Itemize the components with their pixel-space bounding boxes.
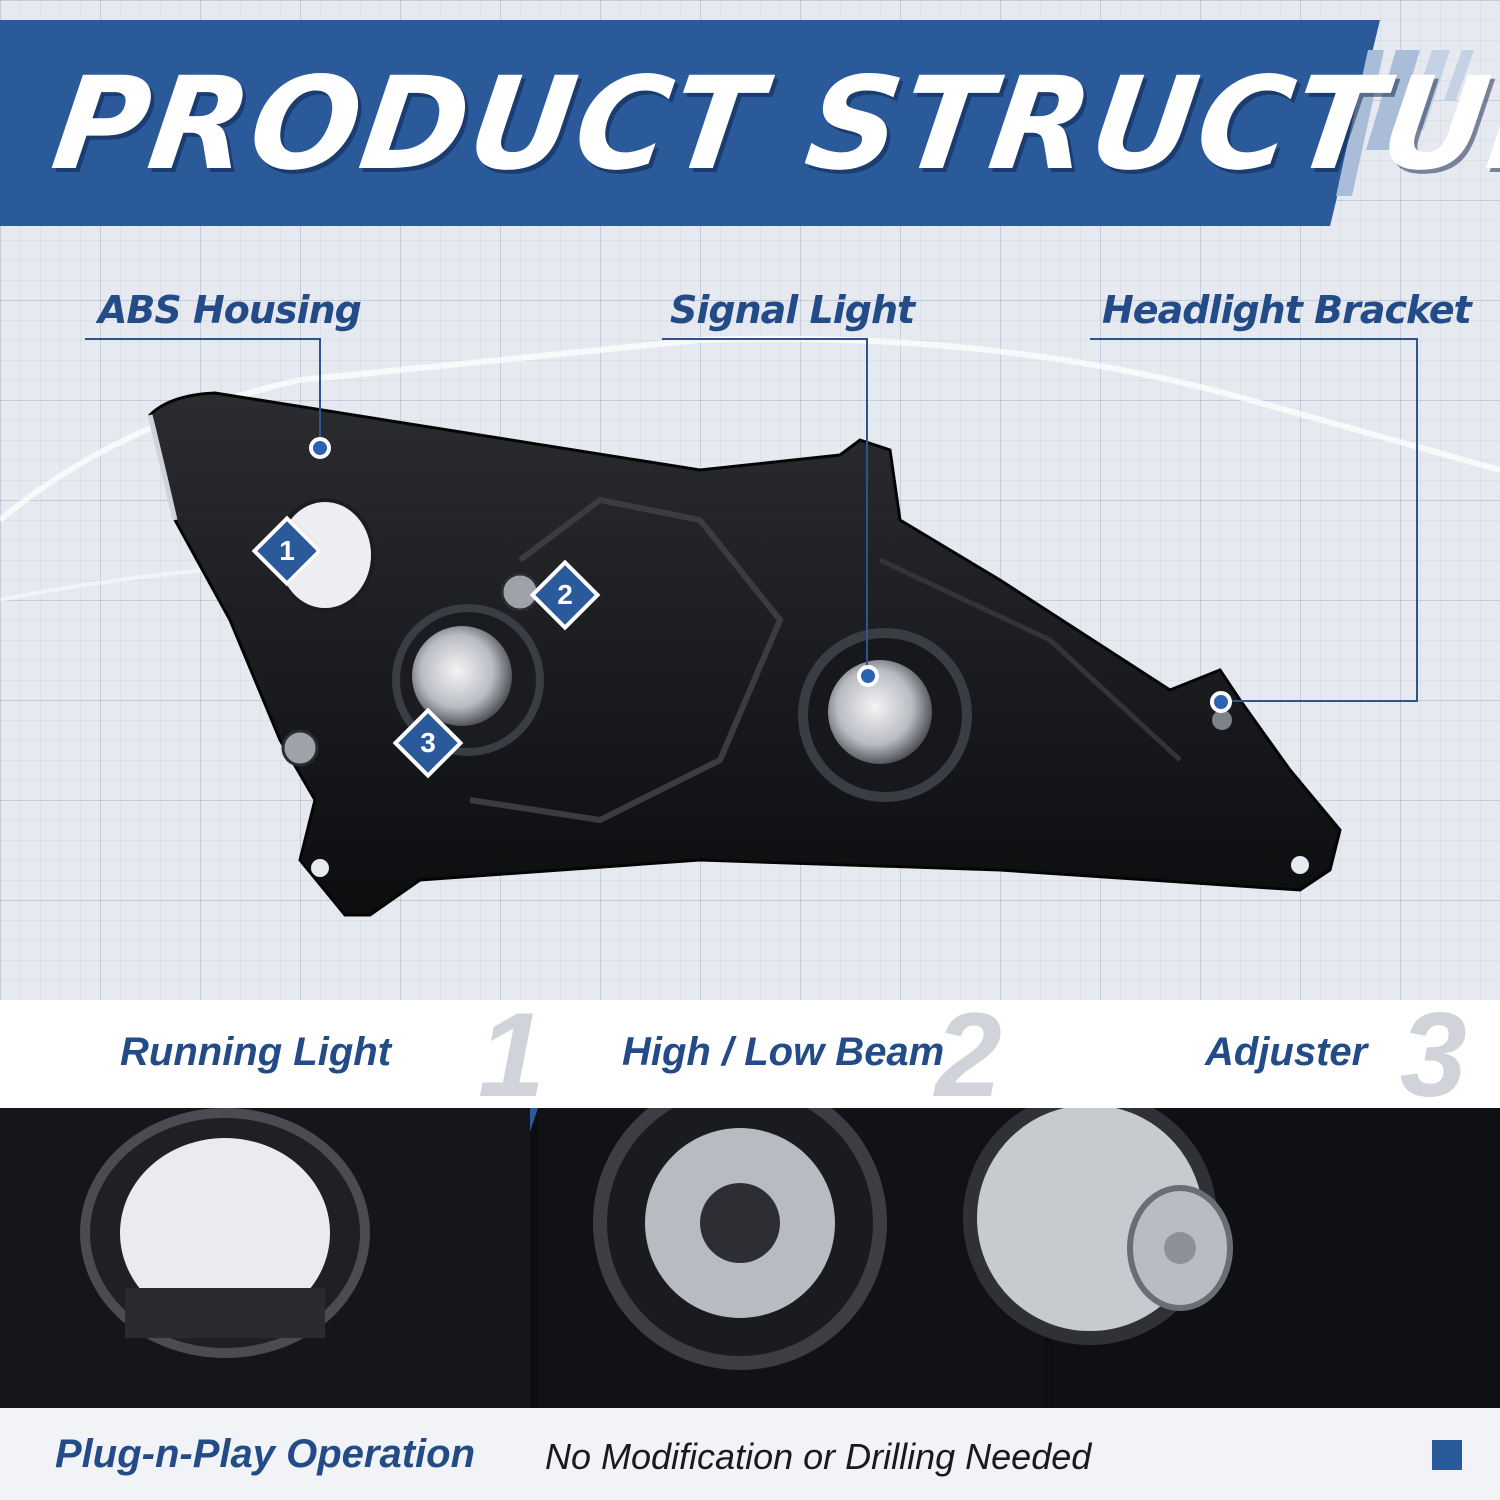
- detail-photos: [0, 1108, 1500, 1408]
- footer-bar: [0, 1408, 1500, 1500]
- leader-line-signal-light-vertical: [866, 338, 868, 673]
- leader-line-headlight-bracket-horizontal: [1225, 700, 1418, 702]
- feature-number-1: 1: [478, 988, 545, 1122]
- photo-running-light: [0, 1108, 530, 1408]
- feature-number-2: 2: [935, 988, 1002, 1122]
- marker-number-3: 3: [420, 727, 436, 758]
- leader-line-abs-housing: [85, 338, 320, 340]
- leader-line-headlight-bracket-vertical: [1416, 338, 1418, 702]
- feature-label-high-low-beam: High / Low Beam: [622, 1030, 945, 1074]
- feature-strip: [0, 1000, 1500, 1108]
- photo-adjuster: [963, 1108, 1500, 1408]
- feature-label-running-light: Running Light: [120, 1030, 392, 1074]
- marker-number-1: 1: [279, 535, 295, 566]
- leader-line-headlight-bracket: [1090, 338, 1418, 340]
- title-banner: [0, 20, 1474, 226]
- callout-signal-light: Signal Light: [670, 288, 915, 332]
- feature-number-3: 3: [1400, 988, 1467, 1122]
- leader-line-abs-housing-vertical: [319, 338, 321, 443]
- photo-high-low-beam: [538, 1108, 1045, 1408]
- marker-number-2: 2: [557, 579, 573, 610]
- callout-dot-signal-light: [857, 665, 879, 687]
- feature-label-adjuster: Adjuster: [1205, 1030, 1368, 1074]
- callout-dot-abs-housing: [309, 437, 331, 459]
- footer-highlight: Plug-n-Play Operation: [55, 1432, 476, 1476]
- callout-abs-housing: ABS Housing: [98, 288, 362, 332]
- leader-line-signal-light: [662, 338, 868, 340]
- callout-headlight-bracket: Headlight Bracket: [1102, 288, 1472, 332]
- callout-dot-headlight-bracket: [1210, 691, 1232, 713]
- headlight-product-image: [147, 391, 1342, 917]
- footer-square-icon: [1432, 1440, 1462, 1470]
- footer-text: No Modification or Drilling Needed: [545, 1436, 1092, 1477]
